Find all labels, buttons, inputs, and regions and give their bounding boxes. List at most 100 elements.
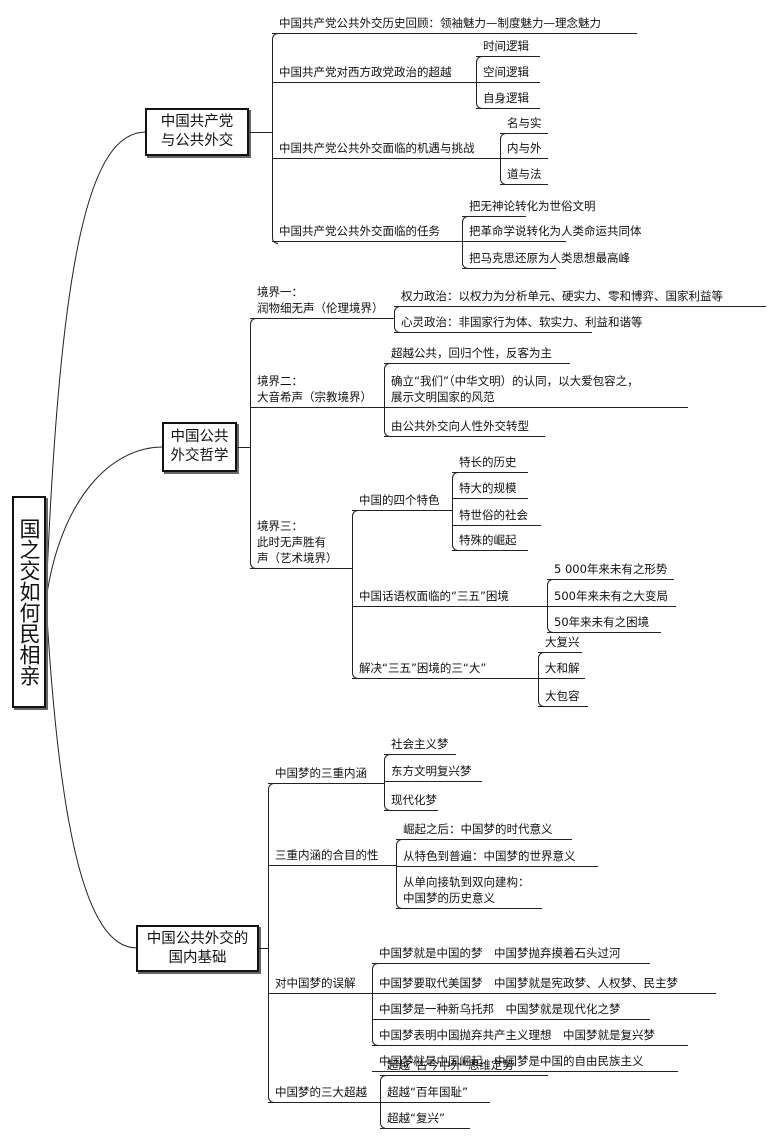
- topic-three-big[interactable]: 解决“三五”困境的三“大”: [352, 660, 538, 679]
- topic-label: 把马克思还原为人类思想最高峰: [469, 251, 630, 265]
- topic-label: 中国梦是一种新乌托邦 中国梦就是现代化之梦: [379, 1002, 621, 1016]
- subtopic-item[interactable]: 把革命学说转化为人类命运共同体: [462, 223, 642, 242]
- topic-label: 社会主义梦: [391, 737, 449, 751]
- subtopic-item[interactable]: 道与法: [500, 166, 548, 185]
- topic-label: 特殊的崛起: [459, 533, 517, 547]
- topic-label: 内与外: [507, 141, 542, 155]
- subtopic-item[interactable]: 把马克思还原为人类思想最高峰: [462, 250, 630, 269]
- subtopic-item[interactable]: 权力政治：以权力为分析单元、硬实力、零和博弈、国家利益等: [394, 288, 766, 307]
- subtopic-item[interactable]: 内与外: [500, 140, 548, 159]
- subtopic-item[interactable]: 社会主义梦: [384, 736, 456, 755]
- branch-topic-label: 中国公共外交的国内基础: [146, 930, 249, 966]
- topic-label: 5 000年来未有之形势: [554, 562, 668, 576]
- branch-topic-diplomacy-philosophy[interactable]: 中国公共外交哲学: [162, 422, 237, 472]
- root-topic-label: 国之交如何民相亲: [17, 518, 41, 686]
- topic-label: 空间逻辑: [483, 65, 529, 79]
- topic-realm-two[interactable]: 境界二： 大音希声（宗教境界）: [250, 373, 384, 408]
- subtopic-item[interactable]: 自身逻辑: [476, 90, 540, 109]
- topic-label: 心灵政治：非国家行为体、软实力、利益和谐等: [401, 315, 643, 329]
- subtopic-item[interactable]: 崛起之后：中国梦的时代意义: [396, 821, 572, 840]
- topic-label: 从特色到普遍：中国梦的世界意义: [403, 849, 576, 863]
- root-topic[interactable]: 国之交如何民相亲: [12, 496, 46, 708]
- topic-label: 中国共产党公共外交面临的任务: [279, 224, 440, 238]
- subtopic-item[interactable]: 从特色到普遍：中国梦的世界意义: [396, 848, 598, 867]
- subtopic-item[interactable]: 特世俗的社会: [452, 507, 541, 526]
- subtopic-item[interactable]: 超越公共，回归个性，反客为主: [384, 345, 570, 364]
- subtopic-item[interactable]: 超越“百年国耻”: [380, 1084, 490, 1103]
- subtopic-item[interactable]: 时间逻辑: [476, 38, 540, 57]
- subtopic-item[interactable]: 中国梦就是中国崛起 中国梦是中国的自由民族主义: [372, 1053, 678, 1072]
- topic-purposiveness[interactable]: 三重内涵的合目的性: [268, 847, 396, 866]
- topic-label: 三重内涵的合目的性: [275, 848, 379, 862]
- subtopic-item[interactable]: 现代化梦: [384, 792, 438, 811]
- subtopic-item[interactable]: 空间逻辑: [476, 64, 540, 83]
- topic-label: 超越“百年国耻”: [387, 1085, 468, 1099]
- subtopic-item[interactable]: 特长的历史: [452, 454, 528, 473]
- topic-label: 解决“三五”困境的三“大”: [359, 661, 487, 675]
- subtopic-item[interactable]: 大复兴: [538, 634, 582, 653]
- branch-topic-label: 中国共产党与公共外交: [160, 114, 234, 149]
- subtopic-item[interactable]: 中国梦要取代美国梦 中国梦就是宪政梦、人权梦、民主梦: [372, 975, 716, 994]
- topic-label: 超越“复兴”: [387, 1111, 445, 1125]
- topic-three-five-dilemma[interactable]: 中国话语权面临的“三五”困境: [352, 588, 547, 607]
- subtopic-item[interactable]: 确立“我们”（中华文明）的认同，以大爱包容之， 展示文明国家的风范: [384, 373, 688, 408]
- subtopic-item[interactable]: 大包容: [538, 688, 588, 707]
- subtopic-item[interactable]: 50年来未有之困境: [547, 614, 661, 633]
- subtopic-item[interactable]: 由公共外交向人性外交转型: [384, 418, 545, 437]
- topic-label: 中国梦表明中国抛弃共产主义理想 中国梦就是复兴梦: [379, 1028, 655, 1042]
- topic-label: 特长的历史: [459, 455, 517, 469]
- topic-label: 中国梦的三重内涵: [275, 766, 367, 780]
- subtopic-item[interactable]: 特大的规模: [452, 480, 528, 499]
- topic-label: 确立“我们”（中华文明）的认同，以大爱包容之， 展示文明国家的风范: [391, 374, 639, 404]
- subtopic-item[interactable]: 把无神论转化为世俗文明: [462, 198, 596, 217]
- subtopic-item[interactable]: 超越“复兴”: [380, 1110, 470, 1129]
- topic-opportunity-challenge[interactable]: 中国共产党公共外交面临的机遇与挑战: [272, 140, 500, 159]
- topic-label: 大复兴: [545, 635, 580, 649]
- subtopic-item[interactable]: 心灵政治：非国家行为体、软实力、利益和谐等: [394, 314, 643, 333]
- branch-topic-party-diplomacy[interactable]: 中国共产党与公共外交: [145, 108, 249, 156]
- subtopic-item[interactable]: 名与实: [500, 115, 548, 134]
- connector-line: [248, 132, 272, 133]
- topic-label: 由公共外交向人性外交转型: [391, 419, 529, 433]
- topic-label: 中国共产党公共外交历史回顾：领袖魅力—制度魅力—理念魅力: [279, 16, 601, 30]
- subtopic-item[interactable]: 500年来未有之大变局: [547, 588, 676, 607]
- subtopic-item[interactable]: 大和解: [538, 660, 585, 679]
- topic-label: 从单向接轨到双向建构： 中国梦的历史意义: [403, 875, 530, 905]
- topic-label: 中国梦的三大超越: [275, 1085, 367, 1099]
- topic-transcend-western[interactable]: 中国共产党对西方政党政治的超越: [272, 64, 476, 83]
- subtopic-item[interactable]: 超越“古今中外”思维定势: [380, 1057, 548, 1076]
- branch-topic-domestic-foundation[interactable]: 中国公共外交的国内基础: [136, 925, 259, 972]
- topic-realm-one[interactable]: 境界一： 润物细无声（伦理境界）: [250, 284, 394, 319]
- topic-label: 把革命学说转化为人类命运共同体: [469, 224, 642, 238]
- topic-history-review[interactable]: 中国共产党公共外交历史回顾：领袖魅力—制度魅力—理念魅力: [272, 15, 637, 34]
- topic-label: 境界二： 大音希声（宗教境界）: [257, 374, 372, 404]
- subtopic-item[interactable]: 东方文明复兴梦: [384, 763, 482, 782]
- topic-three-transcendences[interactable]: 中国梦的三大超越: [268, 1084, 380, 1103]
- subtopic-item[interactable]: 中国梦是一种新乌托邦 中国梦就是现代化之梦: [372, 1001, 650, 1020]
- subtopic-item[interactable]: 从单向接轨到双向建构： 中国梦的历史意义: [396, 874, 542, 909]
- topic-label: 中国话语权面临的“三五”困境: [359, 589, 509, 603]
- topic-tasks[interactable]: 中国共产党公共外交面临的任务: [272, 223, 462, 242]
- connector-root-branch-3: [45, 599, 138, 949]
- subtopic-item[interactable]: 5 000年来未有之形势: [547, 561, 674, 580]
- topic-label: 中国梦就是中国的梦 中国梦抛弃摸着石头过河: [379, 946, 621, 960]
- subtopic-item[interactable]: 中国梦就是中国的梦 中国梦抛弃摸着石头过河: [372, 945, 650, 964]
- topic-label: 把无神论转化为世俗文明: [469, 199, 596, 213]
- topic-label: 大包容: [545, 689, 580, 703]
- connector-root-branch-2: [45, 446, 164, 601]
- topic-label: 超越“古今中外”思维定势: [387, 1058, 514, 1072]
- topic-misunderstandings[interactable]: 对中国梦的误解: [268, 975, 372, 994]
- topic-label: 特大的规模: [459, 481, 517, 495]
- topic-label: 道与法: [507, 167, 542, 181]
- topic-label: 中国共产党对西方政党政治的超越: [279, 65, 452, 79]
- topic-four-features[interactable]: 中国的四个特色: [352, 492, 452, 511]
- topic-realm-three[interactable]: 境界三： 此时无声胜有 声（艺术境界）: [250, 518, 352, 569]
- topic-dream-meanings[interactable]: 中国梦的三重内涵: [268, 765, 384, 784]
- subtopic-item[interactable]: 特殊的崛起: [452, 532, 528, 551]
- topic-label: 中国的四个特色: [359, 493, 440, 507]
- branch-topic-label: 中国公共外交哲学: [170, 429, 229, 464]
- connector-line: [258, 948, 268, 949]
- subtopic-item[interactable]: 中国梦表明中国抛弃共产主义理想 中国梦就是复兴梦: [372, 1027, 688, 1046]
- connector-root-branch-1: [45, 131, 147, 601]
